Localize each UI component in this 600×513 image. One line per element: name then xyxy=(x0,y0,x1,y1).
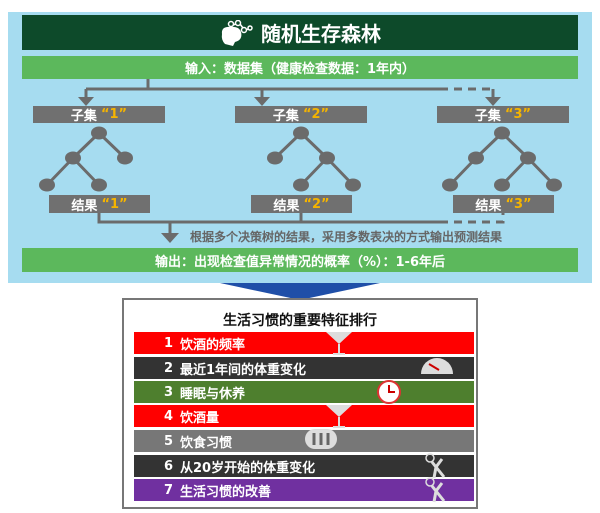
tree-node xyxy=(267,151,283,165)
tree-node xyxy=(65,151,81,165)
rank-number: 6 xyxy=(164,458,174,474)
rank-number: 4 xyxy=(164,408,174,424)
result-1-box: 结果“1” xyxy=(49,195,150,214)
tree-node xyxy=(293,178,309,192)
subset-2-box: 子集“2” xyxy=(235,106,367,124)
rank-number: 1 xyxy=(164,335,174,351)
tennis-player-icon xyxy=(424,477,450,507)
ranking-row: 3 睡眠与休养 xyxy=(134,380,474,404)
tree-node xyxy=(494,126,510,140)
rank-number: 5 xyxy=(164,433,174,449)
tree-node xyxy=(468,151,484,165)
tree-node xyxy=(91,126,107,140)
tree-node xyxy=(293,126,309,140)
arrow-down-icon xyxy=(78,97,94,106)
subset-number: “1” xyxy=(100,107,128,122)
rank-number: 3 xyxy=(164,384,174,400)
subset-label: 子集 xyxy=(272,109,299,124)
arrow-down-icon xyxy=(254,97,270,106)
tree-node xyxy=(117,151,133,165)
subset-label: 子集 xyxy=(474,109,501,124)
ranking-row: 1 饮酒的频率 xyxy=(134,332,474,355)
rank-number: 2 xyxy=(164,360,174,376)
tree-node xyxy=(442,178,458,192)
title-bar: 随机生存森林 xyxy=(22,15,578,50)
tree-node xyxy=(546,178,562,192)
voting-note: 根据多个决策树的结果，采用多数表决的方式输出预测结果 xyxy=(190,230,503,244)
result-3-box: 结果“3” xyxy=(453,195,554,214)
tree-node xyxy=(520,151,536,165)
rank-label: 饮酒的频率 xyxy=(180,337,246,353)
ranking-row: 5 饮食习惯 xyxy=(134,428,474,454)
result-label: 结果 xyxy=(475,198,502,214)
page-title: 随机生存森林 xyxy=(261,22,381,46)
subset-1-box: 子集“1” xyxy=(33,106,165,124)
result-label: 结果 xyxy=(71,198,98,214)
result-number: “3” xyxy=(505,196,532,212)
arrow-down-icon xyxy=(161,233,179,243)
tennis-player-icon xyxy=(424,453,450,483)
input-bar: 输入：数据集（健康检查数据：1年内） xyxy=(22,56,578,79)
rank-label: 生活习惯的改善 xyxy=(180,484,272,500)
subset-number: “3” xyxy=(504,107,532,122)
rank-label: 从20岁开始的体重变化 xyxy=(180,460,316,476)
split-line xyxy=(86,79,440,91)
rank-label: 饮酒量 xyxy=(180,410,220,426)
ranking-row: 6 从20岁开始的体重变化 xyxy=(134,453,474,479)
merge-line xyxy=(97,213,440,224)
result-2-box: 结果“2” xyxy=(251,195,352,214)
tree-node xyxy=(494,178,510,192)
drop-lines xyxy=(84,89,495,98)
brain-network-icon xyxy=(221,19,253,46)
ranking-row: 2 最近1年间的体重变化 xyxy=(134,357,474,379)
tree-node xyxy=(319,151,335,165)
cocktail-glass-icon xyxy=(324,330,354,360)
rank-label: 饮食习惯 xyxy=(180,435,233,451)
ranking-row: 7 生活习惯的改善 xyxy=(134,477,474,503)
tree-node xyxy=(39,178,55,192)
tree-node xyxy=(91,178,107,192)
cocktail-glass-icon xyxy=(324,403,354,433)
rank-label: 睡眠与休养 xyxy=(180,386,246,402)
ranking-row: 4 饮酒量 xyxy=(134,405,474,428)
subset-3-box: 子集“3” xyxy=(437,106,569,124)
scale-gauge-icon xyxy=(419,355,455,379)
tree-node xyxy=(345,178,361,192)
rank-label: 最近1年间的体重变化 xyxy=(180,362,307,378)
output-bar: 输出：出现检查值异常情况的概率（%）：1-6年后 xyxy=(22,248,578,272)
down-chevron-icon xyxy=(220,283,380,300)
arrow-down-icon xyxy=(485,97,501,106)
feature-ranking-panel: 生活习惯的重要特征排行 1 饮酒的频率 2 最近1年间的体重变化 3 睡眠与休养 4 饮酒量 5… xyxy=(122,298,478,509)
result-label: 结果 xyxy=(273,198,300,214)
clock-icon xyxy=(374,379,404,409)
result-number: “1” xyxy=(101,196,128,212)
subset-label: 子集 xyxy=(70,109,97,124)
ranking-title: 生活习惯的重要特征排行 xyxy=(223,313,377,329)
cutlery-icon xyxy=(304,428,338,454)
result-number: “2” xyxy=(303,196,330,212)
flow-connectors xyxy=(39,79,562,300)
merge-line-dashed xyxy=(440,213,505,224)
subset-number: “2” xyxy=(302,107,330,122)
rank-number: 7 xyxy=(164,482,174,498)
